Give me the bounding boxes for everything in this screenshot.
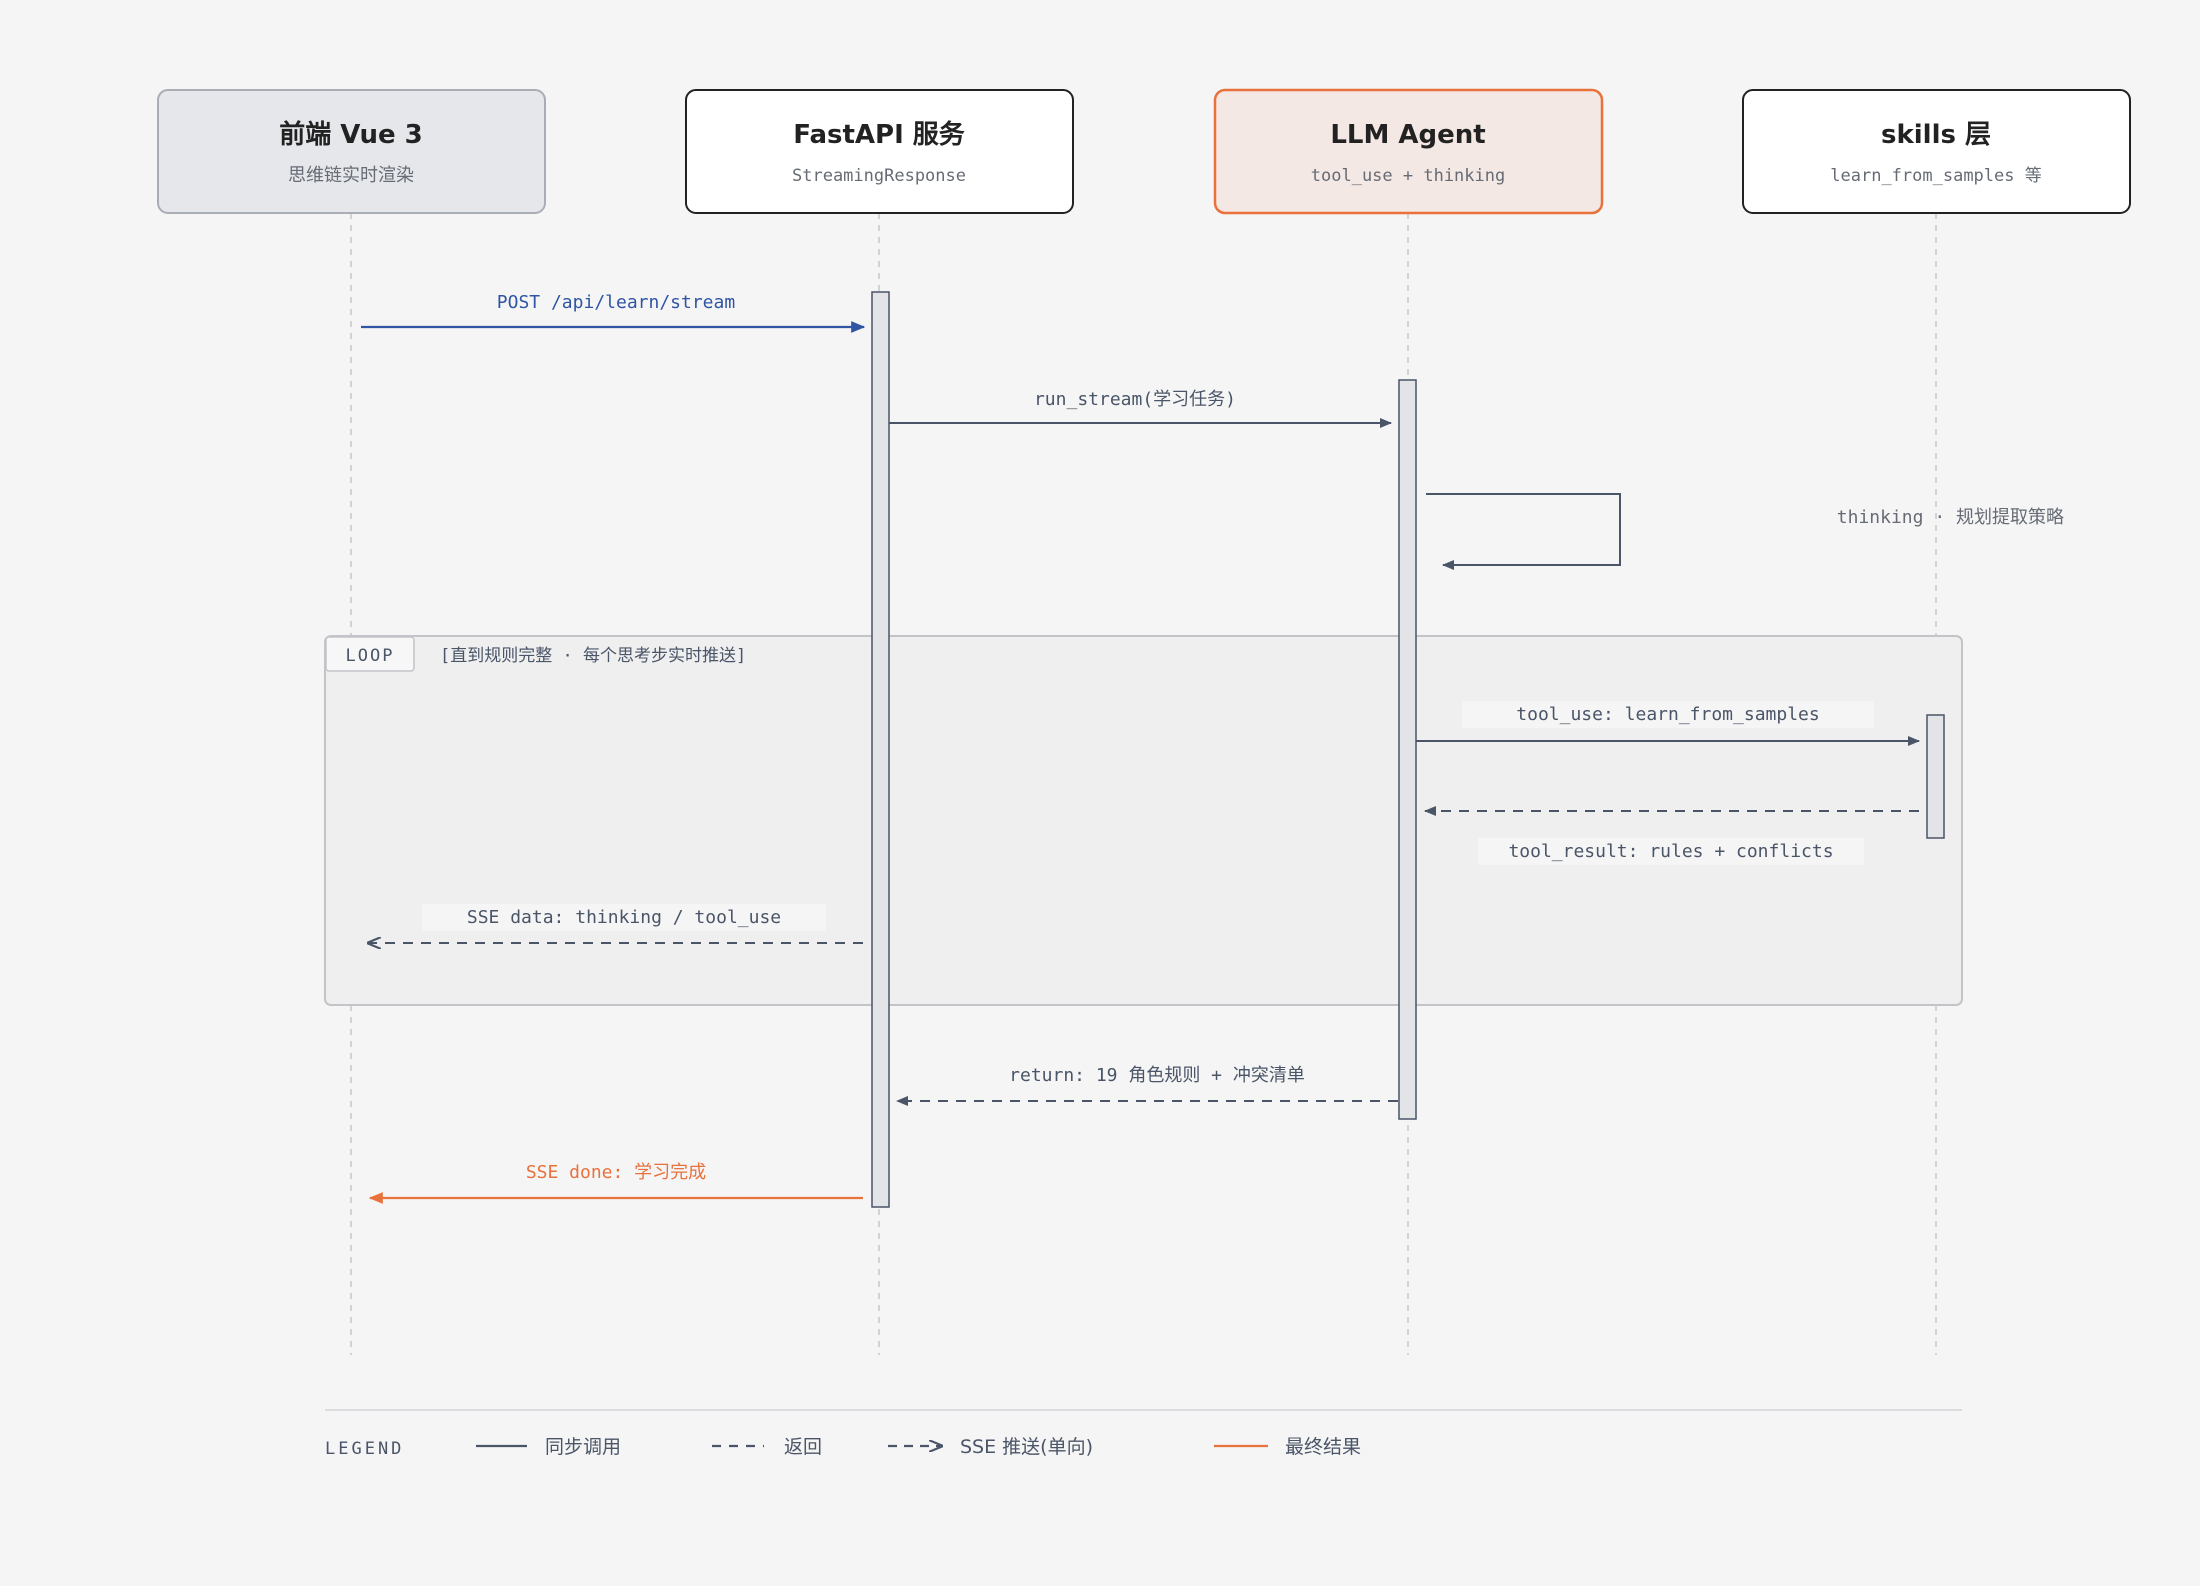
message-label: thinking · 规划提取策略	[1837, 507, 2064, 528]
message-label: tool_result: rules + conflicts	[1508, 841, 1833, 862]
participant-title: LLM Agent	[1330, 120, 1485, 150]
participant-subtitle: StreamingResponse	[792, 166, 966, 186]
message-label: SSE data: thinking / tool_use	[467, 907, 781, 928]
participant-skills[interactable]: skills 层 learn_from_samples 等	[1742, 89, 2131, 214]
participant-subtitle: learn_from_samples 等	[1830, 166, 2041, 186]
participant-llm-agent[interactable]: LLM Agent tool_use + thinking	[1213, 88, 1604, 215]
message-label: run_stream(学习任务)	[1034, 389, 1236, 410]
loop-tag: LOOP	[346, 646, 395, 666]
loop-frame: LOOP [直到规则完整 · 每个思考步实时推送]	[324, 635, 1963, 1006]
participant-title: FastAPI 服务	[793, 120, 965, 150]
participant-subtitle: tool_use + thinking	[1311, 166, 1505, 186]
legend-return-label: 返回	[784, 1436, 822, 1458]
activation-bar-agent	[1398, 379, 1417, 1120]
message-tool-result: tool_result: rules + conflicts	[1424, 806, 1919, 865]
message-post: POST /api/learn/stream	[361, 292, 866, 333]
message-sse-data: SSE data: thinking / tool_use	[368, 904, 863, 943]
legend: LEGEND 同步调用 返回 SSE 推送(单向) 最终结果	[325, 1409, 1962, 1459]
activation-bar-fastapi	[871, 291, 890, 1208]
message-label: SSE done: 学习完成	[526, 1162, 706, 1183]
activation-bar-skills	[1926, 714, 1945, 839]
legend-sync-label: 同步调用	[545, 1436, 621, 1458]
message-run-stream: run_stream(学习任务)	[889, 389, 1392, 428]
message-label: tool_use: learn_from_samples	[1516, 704, 1819, 725]
participant-fastapi[interactable]: FastAPI 服务 StreamingResponse	[685, 89, 1074, 214]
participant-title: 前端 Vue 3	[279, 119, 423, 150]
message-thinking-self-call: thinking · 规划提取策略	[1426, 493, 2064, 570]
message-sse-done: SSE done: 学习完成	[368, 1162, 863, 1204]
legend-sse-label: SSE 推送(单向)	[960, 1436, 1093, 1458]
participant-subtitle: 思维链实时渲染	[288, 165, 414, 186]
message-return: return: 19 角色规则 + 冲突清单	[896, 1065, 1398, 1106]
message-tool-use: tool_use: learn_from_samples	[1416, 701, 1920, 746]
legend-title: LEGEND	[325, 1439, 404, 1459]
participant-title: skills 层	[1881, 120, 1991, 150]
legend-final-label: 最终结果	[1285, 1436, 1361, 1458]
message-label: return: 19 角色规则 + 冲突清单	[1009, 1065, 1305, 1086]
loop-tag-box	[325, 636, 415, 672]
participant-frontend[interactable]: 前端 Vue 3 思维链实时渲染	[157, 89, 546, 214]
loop-condition: [直到规则完整 · 每个思考步实时推送]	[440, 646, 746, 666]
message-label: POST /api/learn/stream	[497, 292, 735, 313]
